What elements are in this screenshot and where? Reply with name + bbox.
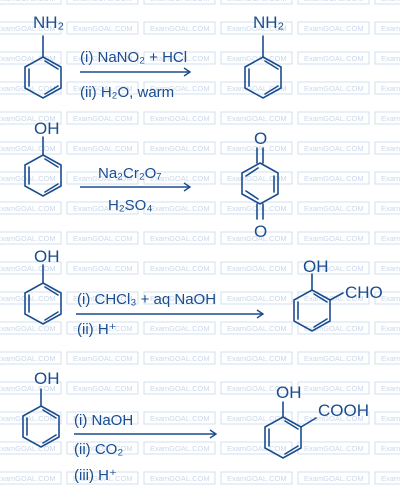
product-2-group-bottom: O [254,222,267,241]
reaction-3-condition-2: (ii) H⁺ [77,321,117,338]
reaction-1: NH₂ (i) NaNO₂ + HCl (ii) H₂O, warm NH₂ [24,13,284,101]
reactant-3-group: OH [34,247,60,266]
reaction-2-condition-2: H₂SO₄ [108,197,152,214]
reaction-3-condition-1: (i) CHCl₃ + aq NaOH [77,291,216,308]
reaction-3: OH (i) CHCl₃ + aq NaOH (ii) H⁺ OH CHO [24,247,383,338]
product-4-salicylic-acid: OH COOH [264,383,369,459]
reactant-2-phenol: OH [24,119,62,197]
reaction-2-condition-1: Na₂Cr₂O₇ [98,165,161,182]
product-2-group-top: O [254,129,267,148]
product-1-group: NH₂ [253,13,284,32]
reactant-2-group: OH [34,119,60,138]
reactant-1-group: NH₂ [33,13,64,32]
product-3-salicylaldehyde: OH CHO [293,257,383,332]
product-3-group-oh: OH [303,257,329,276]
reaction-4-condition-3: (iii) H⁺ [74,467,117,484]
reactant-4-group: OH [34,369,60,388]
reaction-4-condition-1: (i) NaOH [74,412,133,429]
reaction-2: OH Na₂Cr₂O₇ H₂SO₄ O O [24,119,279,241]
product-4-group-cooh: COOH [318,401,369,420]
product-2-benzoquinone: O O [241,129,279,241]
reactant-4-phenol: OH [22,369,60,448]
product-3-group-cho: CHO [345,283,383,302]
product-4-group-oh: OH [276,383,302,402]
reaction-1-condition-2: (ii) H₂O, warm [80,84,174,101]
reactant-3-phenol: OH [24,247,62,325]
reaction-1-condition-1: (i) NaNO₂ + HCl [80,49,187,66]
reaction-4-condition-2: (ii) CO₂ [74,441,123,458]
reaction-4: OH (i) NaOH (ii) CO₂ (iii) H⁺ OH COOH [22,369,369,484]
product-1-aniline: NH₂ [244,13,284,99]
reactant-1-aniline: NH₂ [24,13,64,99]
